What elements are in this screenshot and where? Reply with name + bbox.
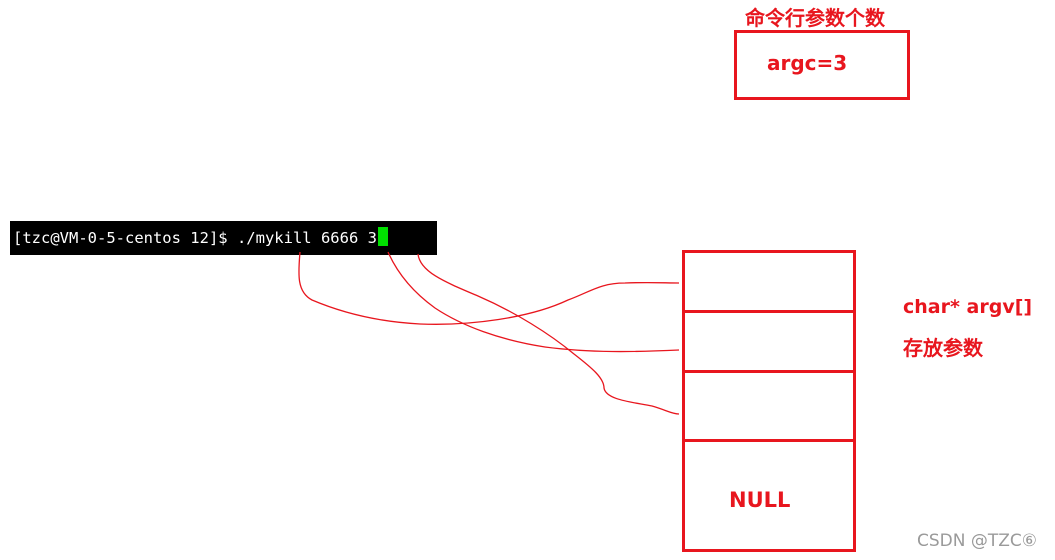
argv-cell-1: [682, 310, 856, 373]
connector-program-to-argv0: [298, 251, 680, 325]
argv-cell-0: [682, 250, 856, 313]
argc-value: argc=3: [767, 51, 848, 75]
argv-title: char* argv[]: [903, 296, 1033, 318]
terminal-line: [tzc@VM-0-5-centos 12]$ ./mykill 6666 3: [10, 221, 437, 255]
argc-title: 命令行参数个数: [745, 6, 885, 30]
watermark: CSDN @TZC⑥: [916, 531, 1037, 551]
argv-cell-null: NULL: [682, 439, 856, 552]
argv-array-stack: NULL: [682, 250, 856, 552]
connector-3-to-argv2: [417, 253, 680, 415]
argv-subtitle: 存放参数: [903, 336, 983, 360]
connector-6666-to-argv1: [387, 251, 680, 353]
argc-box: argc=3: [734, 30, 910, 100]
terminal-command-text: [tzc@VM-0-5-centos 12]$ ./mykill 6666 3: [13, 229, 377, 247]
argv-cell-2: [682, 370, 856, 442]
null-label: NULL: [729, 488, 791, 512]
terminal-cursor: [377, 227, 388, 246]
